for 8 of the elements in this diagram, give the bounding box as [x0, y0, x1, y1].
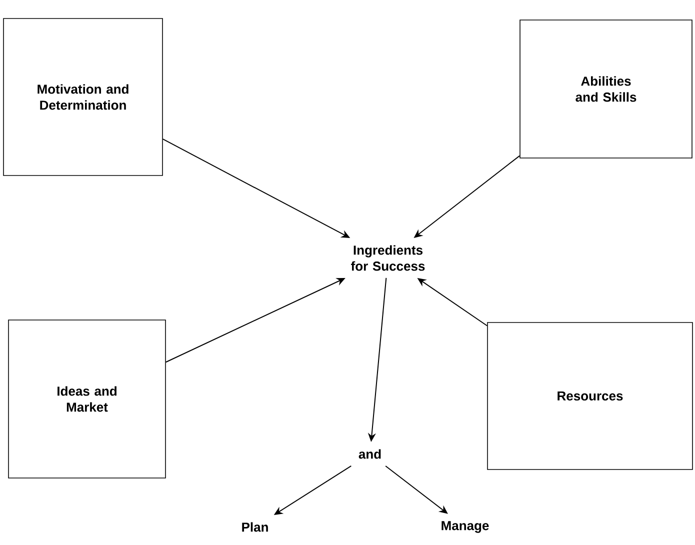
label-text: Plan: [242, 522, 268, 532]
label-text: Manage: [442, 521, 489, 533]
text-box: Abilities and Skills: [520, 20, 692, 158]
label-text: and: [358, 449, 381, 459]
text-box: Ideas and Market: [8, 320, 166, 478]
text-box: Motivation and Determination: [3, 18, 163, 176]
label-text: Ingredients for Success: [351, 245, 425, 271]
text-box: Resources: [487, 322, 693, 470]
